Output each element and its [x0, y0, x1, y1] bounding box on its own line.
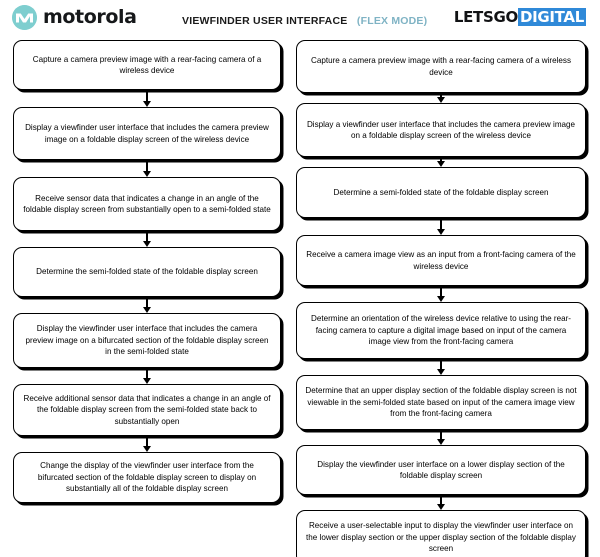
- down-arrow-icon: [142, 368, 152, 384]
- left-step-4: Determine the semi-folded state of the f…: [13, 247, 281, 297]
- right-step-7: Display the viewfinder user interface on…: [296, 445, 586, 495]
- motorola-brand: motorola: [12, 5, 137, 30]
- left-step-5-label: Display the viewfinder user interface th…: [25, 324, 269, 357]
- down-arrow-icon: [142, 90, 152, 107]
- down-arrow-icon: [436, 157, 446, 167]
- left-step-1: Capture a camera preview image with a re…: [13, 40, 281, 90]
- right-step-3-label: Determine a semi-folded state of the fol…: [333, 187, 549, 197]
- right-step-2: Display a viewfinder user interface that…: [296, 103, 586, 157]
- left-connector-3: [13, 231, 281, 247]
- down-arrow-icon: [436, 93, 446, 103]
- right-step-5-label: Determine an orientation of the wireless…: [310, 314, 572, 347]
- left-connector-6: [13, 436, 281, 452]
- right-step-3: Determine a semi-folded state of the fol…: [296, 167, 586, 218]
- right-connector-2: [296, 157, 586, 167]
- left-connector-2: [13, 160, 281, 177]
- right-step-4-label: Receive a camera image view as an input …: [306, 250, 576, 271]
- right-step-1: Capture a camera preview image with a re…: [296, 40, 586, 93]
- right-connector-6: [296, 430, 586, 445]
- left-connector-4: [13, 297, 281, 313]
- down-arrow-icon: [436, 359, 446, 375]
- right-connector-3: [296, 218, 586, 235]
- page-title-main: VIEWFINDER USER INTERFACE: [182, 15, 348, 27]
- left-step-5: Display the viewfinder user interface th…: [13, 313, 281, 368]
- down-arrow-icon: [436, 218, 446, 235]
- page-header: motorola VIEWFINDER USER INTERFACE (FLEX…: [0, 0, 600, 36]
- right-connector-1: [296, 93, 586, 103]
- left-step-2-label: Display a viewfinder user interface that…: [25, 123, 269, 144]
- letsgodigital-brand: LETSGO DIGITAL: [454, 8, 586, 26]
- left-step-7: Change the display of the viewfinder use…: [13, 452, 281, 503]
- left-step-3-label: Receive sensor data that indicates a cha…: [23, 193, 271, 214]
- left-connector-1: [13, 90, 281, 107]
- left-step-2: Display a viewfinder user interface that…: [13, 107, 281, 160]
- flow-column-right: Capture a camera preview image with a re…: [296, 40, 586, 557]
- flow-column-left: Capture a camera preview image with a re…: [13, 40, 281, 503]
- down-arrow-icon: [142, 160, 152, 177]
- right-step-1-label: Capture a camera preview image with a re…: [310, 56, 571, 77]
- left-step-3: Receive sensor data that indicates a cha…: [13, 177, 281, 231]
- letsgo-wordmark: LETSGO: [453, 8, 518, 26]
- down-arrow-icon: [436, 286, 446, 302]
- right-step-6-label: Determine that an upper display section …: [305, 386, 577, 419]
- left-step-6: Receive additional sensor data that indi…: [13, 384, 281, 436]
- right-step-8: Receive a user-selectable input to displ…: [296, 510, 586, 557]
- down-arrow-icon: [142, 297, 152, 313]
- right-step-8-label: Receive a user-selectable input to displ…: [306, 521, 576, 554]
- digital-wordmark: DIGITAL: [517, 8, 586, 26]
- down-arrow-icon: [142, 231, 152, 247]
- right-step-7-label: Display the viewfinder user interface on…: [317, 459, 565, 480]
- down-arrow-icon: [436, 495, 446, 510]
- left-connector-5: [13, 368, 281, 384]
- motorola-wordmark: motorola: [43, 6, 137, 28]
- left-step-1-label: Capture a camera preview image with a re…: [32, 54, 262, 75]
- down-arrow-icon: [436, 430, 446, 445]
- down-arrow-icon: [142, 436, 152, 452]
- left-step-7-label: Change the display of the viewfinder use…: [37, 461, 257, 494]
- left-step-6-label: Receive additional sensor data that indi…: [23, 393, 271, 426]
- motorola-batwing-icon: [12, 5, 37, 30]
- page-title: VIEWFINDER USER INTERFACE (FLEX MODE): [182, 11, 427, 29]
- right-connector-4: [296, 286, 586, 302]
- left-step-4-label: Determine the semi-folded state of the f…: [36, 267, 258, 277]
- page-title-suffix: (FLEX MODE): [356, 15, 428, 27]
- right-connector-5: [296, 359, 586, 375]
- right-step-4: Receive a camera image view as an input …: [296, 235, 586, 286]
- right-step-6: Determine that an upper display section …: [296, 375, 586, 430]
- right-connector-7: [296, 495, 586, 510]
- right-step-5: Determine an orientation of the wireless…: [296, 302, 586, 359]
- right-step-2-label: Display a viewfinder user interface that…: [306, 119, 576, 140]
